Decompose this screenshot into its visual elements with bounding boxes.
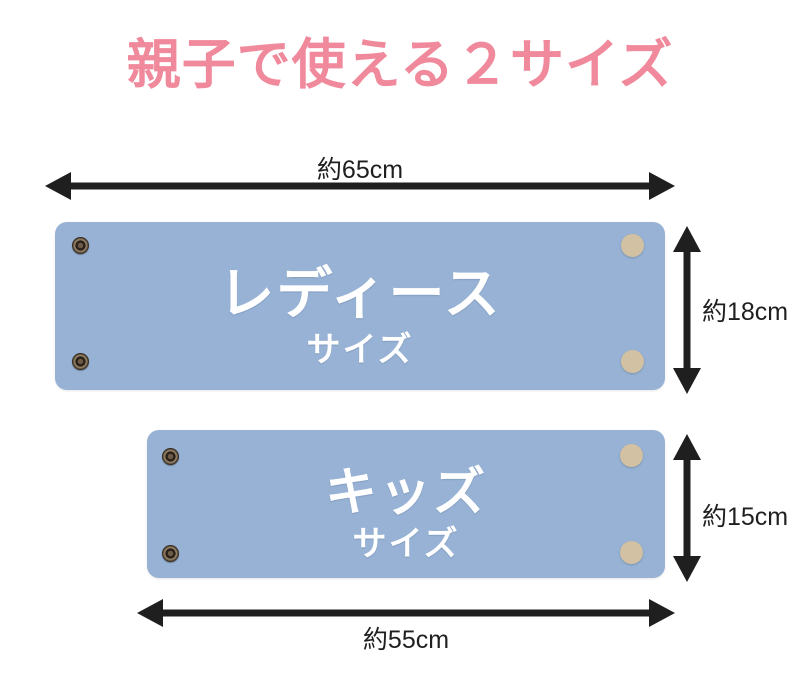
grommet-icon	[162, 545, 179, 562]
grommet-icon	[162, 448, 179, 465]
kids-plate-subtitle: サイズ	[352, 525, 460, 563]
ladies-width-arrow-icon	[45, 172, 675, 200]
stud-icon	[620, 444, 643, 467]
ladies-width-label: 約65cm	[316, 156, 404, 184]
grommet-icon	[72, 353, 89, 370]
stud-icon	[621, 350, 644, 373]
kids-width-arrow-icon	[137, 599, 675, 627]
ladies-height-arrow-icon	[673, 226, 701, 394]
kids-height-label: 約15cm	[702, 503, 789, 531]
stud-icon	[620, 541, 643, 564]
kids-size-plate: キッズ サイズ	[147, 430, 665, 578]
kids-plate-title: キッズ	[324, 464, 487, 522]
grommet-icon	[72, 237, 89, 254]
ladies-plate-title: レディース	[218, 262, 502, 325]
ladies-height-label: 約18cm	[702, 298, 789, 326]
ladies-plate-subtitle: サイズ	[306, 331, 414, 369]
stud-icon	[621, 234, 644, 257]
kids-width-label: 約55cm	[362, 626, 450, 654]
page-title: 親子で使える２サイズ	[126, 35, 674, 95]
kids-height-arrow-icon	[673, 434, 701, 582]
ladies-size-plate: レディース サイズ	[55, 222, 665, 390]
